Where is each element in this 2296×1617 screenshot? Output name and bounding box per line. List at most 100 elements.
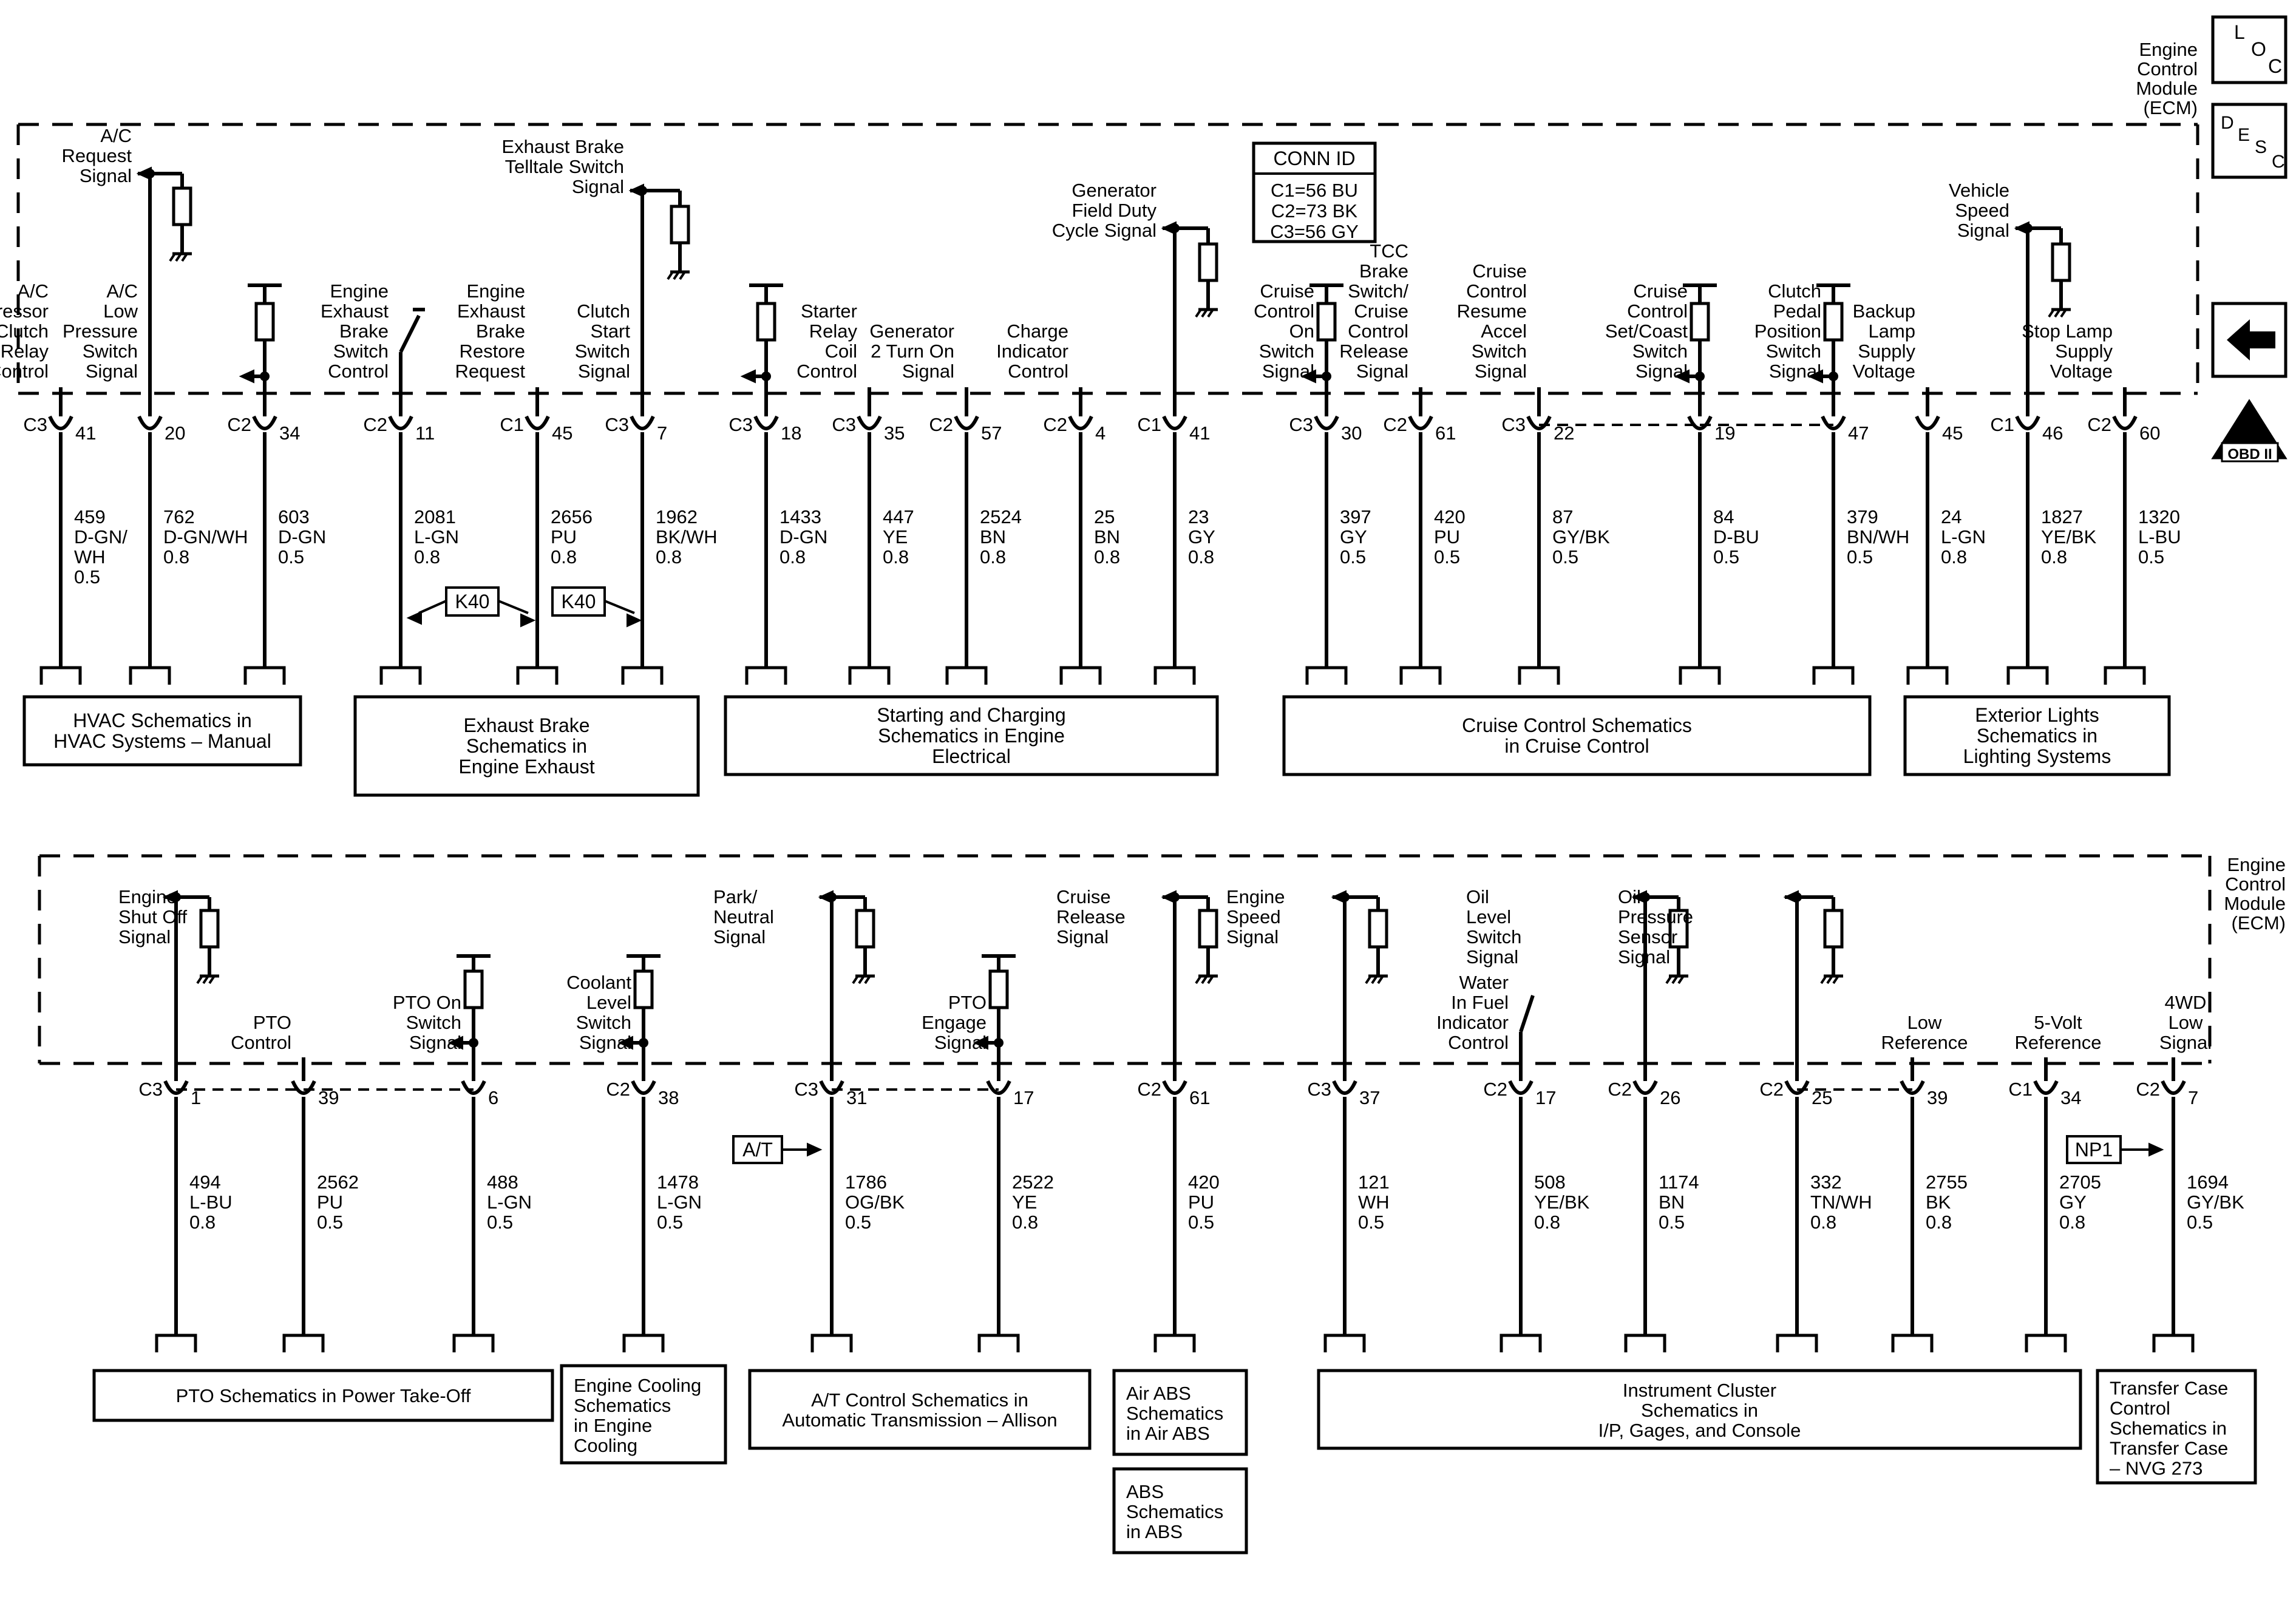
- destination-box: [1282, 695, 1872, 776]
- connector-pin-icon: [388, 415, 413, 430]
- resistor-icon: [463, 969, 484, 1009]
- connector-pin-icon: [525, 415, 550, 430]
- ground-icon: [1195, 308, 1202, 318]
- resistor-icon: [1316, 302, 1337, 342]
- connector-id: C2: [363, 414, 387, 435]
- pin-number: 4: [1095, 422, 1106, 444]
- connector-pin-icon: [1068, 415, 1093, 430]
- ref-label: K40: [455, 591, 490, 612]
- junction-dot: [761, 371, 771, 381]
- resistor-icon: [199, 909, 220, 949]
- conn-id-box: [1252, 141, 1377, 243]
- ref-np1: [2066, 1135, 2122, 1164]
- pin-number: 34: [2060, 1087, 2081, 1108]
- pin-number: 41: [75, 422, 96, 444]
- resistor-icon: [1198, 242, 1218, 282]
- ref-arrow-icon: [807, 1142, 823, 1157]
- desc-letter: S: [2255, 137, 2267, 157]
- connector-pin-icon: [1526, 415, 1552, 430]
- ref-arrow: [498, 600, 529, 614]
- connector-pin-icon: [986, 1080, 1011, 1095]
- connector-pin-icon: [1687, 415, 1713, 430]
- ref-label: NP1: [2075, 1139, 2113, 1161]
- pin-number: 45: [1942, 422, 1963, 444]
- pin-number: 45: [552, 422, 572, 444]
- junction-dot: [1170, 892, 1180, 902]
- ground-icon: [1820, 975, 1827, 985]
- ground-icon: [196, 975, 203, 985]
- pin-number: 11: [415, 422, 435, 444]
- ground-icon: [2060, 308, 2067, 318]
- connector-id: C3: [605, 414, 629, 435]
- junction-dot: [260, 371, 270, 381]
- ground-icon: [2048, 308, 2055, 318]
- terminal-icon: [848, 666, 891, 685]
- switch-icon: [1519, 995, 1535, 1032]
- terminal-icon: [1906, 666, 1949, 685]
- terminal-icon: [1518, 666, 1560, 685]
- terminal-icon: [945, 666, 988, 685]
- loc-letter: C: [2268, 55, 2282, 77]
- ground-icon: [1201, 975, 1208, 985]
- resistor-icon: [254, 302, 275, 342]
- pin-number: 38: [658, 1087, 679, 1108]
- destination-label: PTO Schematics in Power Take-Off: [176, 1385, 471, 1406]
- ground-icon: [1832, 975, 1839, 985]
- junction-dot: [2023, 223, 2033, 233]
- connector-pin-icon: [1784, 1080, 1810, 1095]
- terminal-icon: [282, 1334, 325, 1352]
- desc-letter: D: [2221, 113, 2234, 133]
- resistor-icon: [1368, 909, 1388, 949]
- resistor-icon: [172, 186, 192, 226]
- ground-icon: [1195, 975, 1202, 985]
- connector-id: C3: [1307, 1079, 1331, 1100]
- ground-icon: [1677, 975, 1685, 985]
- destination-box: [1112, 1467, 1248, 1554]
- connector-pin-icon: [1314, 415, 1339, 430]
- connector-pin-icon: [2161, 1080, 2186, 1095]
- pin-number: 17: [1535, 1087, 1556, 1108]
- junction-dot: [1640, 892, 1650, 902]
- terminal-icon: [243, 666, 286, 685]
- ref-arrow: [604, 600, 635, 614]
- pin-number: 47: [1848, 422, 1869, 444]
- connector-pin-icon: [48, 415, 73, 430]
- connector-pin-icon: [1900, 1080, 1925, 1095]
- ref-arrow-icon: [627, 613, 642, 628]
- terminal-icon: [1323, 1334, 1366, 1352]
- destination-box: [1317, 1369, 2082, 1450]
- connector-id: C2: [1137, 1079, 1161, 1100]
- pin-number: 37: [1359, 1087, 1380, 1108]
- resistor-icon: [2051, 242, 2071, 282]
- destination-box: [92, 1369, 554, 1422]
- connector-id: C1: [1990, 414, 2014, 435]
- connector-pin-icon: [2033, 1080, 2059, 1095]
- switch-icon: [399, 314, 421, 353]
- pin-number: 7: [2188, 1087, 2198, 1108]
